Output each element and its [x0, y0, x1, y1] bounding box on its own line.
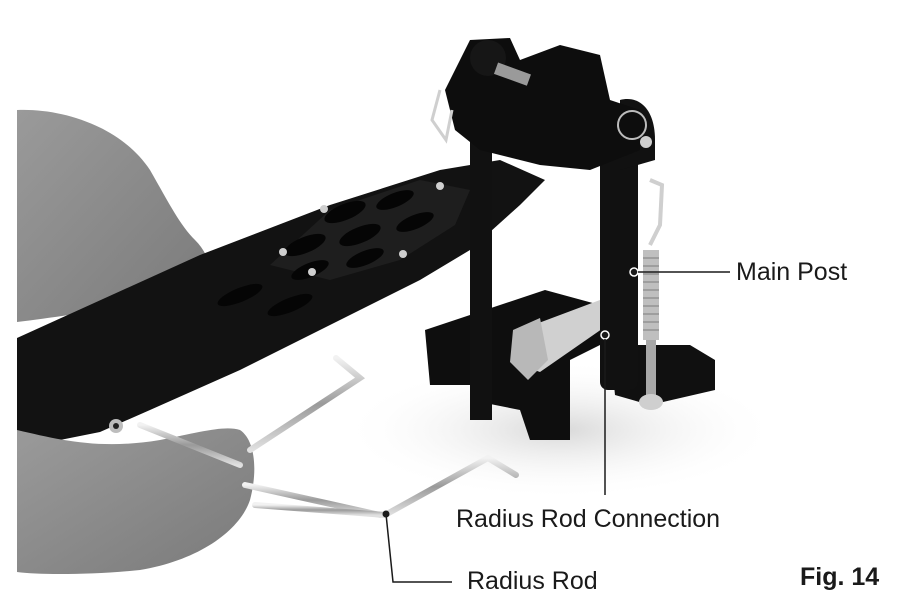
lower-hand: [17, 428, 255, 575]
label-radius-rod: Radius Rod: [467, 567, 598, 595]
upper-hand: [17, 109, 211, 323]
main-post: [600, 130, 638, 390]
radius-rod: [252, 454, 519, 518]
label-main-post: Main Post: [736, 258, 848, 286]
label-radius-rod-connection: Radius Rod Connection: [456, 505, 721, 533]
figure-caption: Fig. 14: [800, 563, 880, 591]
